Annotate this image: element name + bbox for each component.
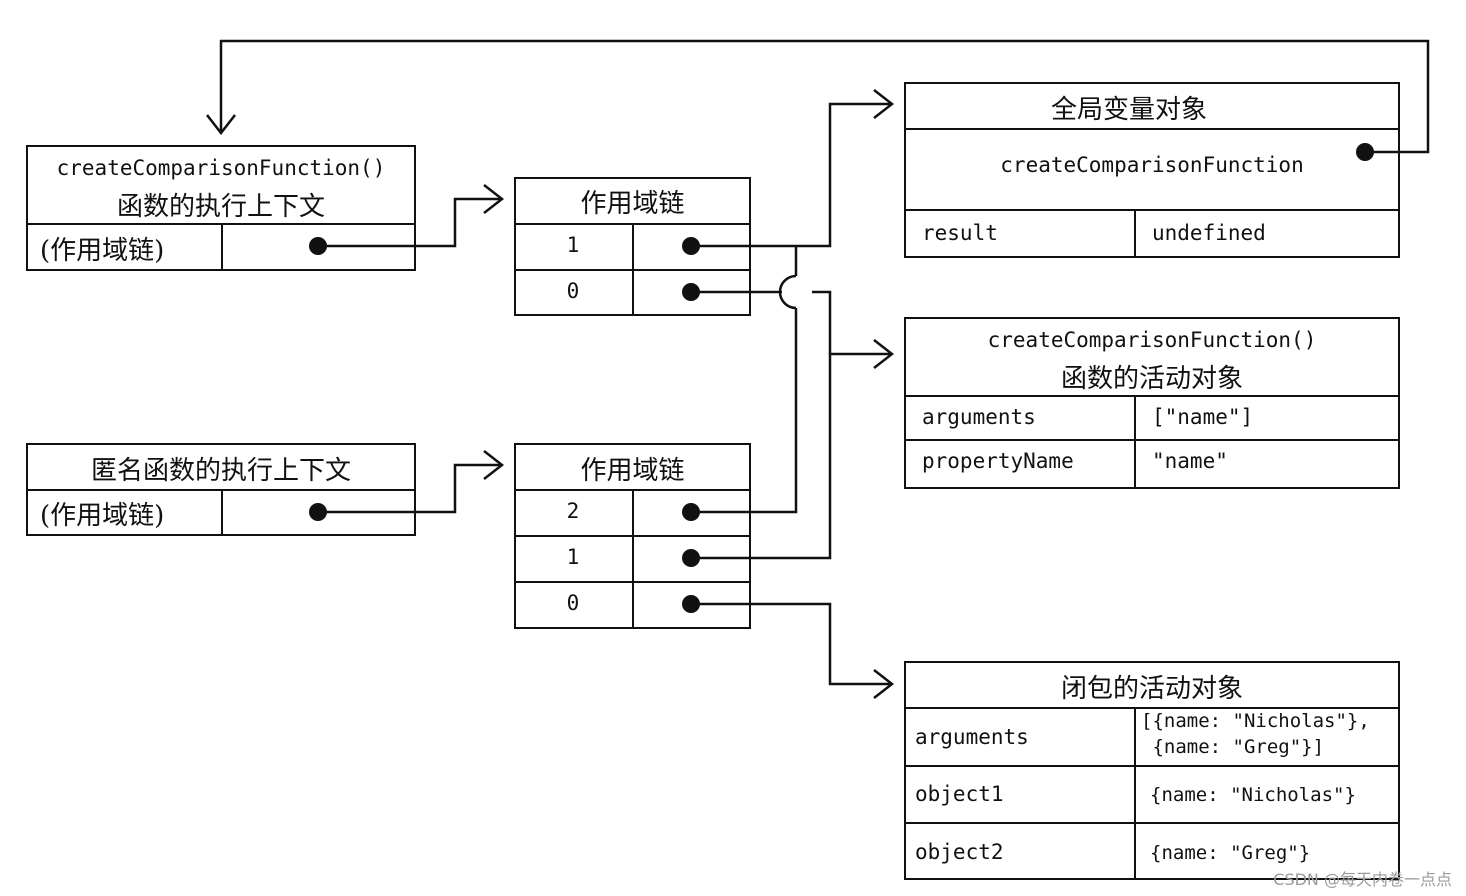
closure-activation-arguments-value: {name: "Greg"}] [1141,736,1325,758]
closure-activation-title: 闭包的活动对象 [1060,674,1243,704]
anon-context-to-scope-chain-2-arrow [318,463,502,514]
closure-activation-divider [904,707,1400,709]
compare-exec-context-col-divider [221,223,223,271]
closure-activation-row-key: object1 [915,782,1004,806]
exec-context-to-scope-chain-1-arrow [318,197,502,248]
scope-2-to-global-line [691,246,798,514]
closure-activation-row-key: object2 [915,840,1004,864]
arrowhead-icon [873,669,895,699]
global-object-row-divider [904,209,1400,211]
line-hop [778,274,797,310]
scope-chain-1-title: 作用域链 [580,189,685,219]
compare-activation-row-key: arguments [922,405,1036,429]
scope-chain-1-index: 1 [566,233,580,257]
scope-chain-2-index: 0 [566,591,580,615]
global-object-title: 全局变量对象 [1050,95,1207,125]
arrowhead-icon [206,114,236,136]
anon-exec-context-col-divider [221,489,223,536]
pointer-dot [682,503,700,521]
closure-activation-arguments-key: arguments [915,725,1029,749]
global-object-box [904,82,1400,258]
scope-1-to-global-arrow [691,102,892,248]
compare-activation-row-value: ["name"] [1152,405,1254,429]
closure-activation-arguments-value: [{name: "Nicholas"}, [1141,710,1370,732]
global-object-result-value: undefined [1152,221,1266,245]
scope-chain-1-col-divider [632,223,634,316]
compare-activation-title: 函数的活动对象 [1060,364,1243,394]
arrowhead-icon [873,89,895,119]
scope-0-to-activation-arrow [691,290,892,356]
pointer-dot [682,595,700,613]
compare-activation-box [904,317,1400,489]
scope-1-to-activation-line [691,354,832,560]
global-object-col-divider [1134,209,1136,258]
compare-activation-title-code: createComparisonFunction() [987,328,1317,352]
scope-chain-2-col-divider [632,489,634,629]
closure-activation-row-value: {name: "Greg"} [1150,842,1311,864]
scope-chain-2-title: 作用域链 [580,456,685,486]
scope-0-to-closure-arrow [691,602,892,686]
compare-activation-divider [904,395,1400,397]
compare-activation-row-value: "name" [1152,449,1228,473]
arrowhead-icon [483,450,505,480]
pointer-dot [309,237,327,255]
anon-exec-context-title: 匿名函数的执行上下文 [90,456,351,486]
global-to-exec-context-arrow [219,39,1430,154]
arrowhead-icon [483,184,505,214]
compare-exec-context-scope-label: (作用域链) [40,236,165,266]
compare-activation-col-divider [1134,395,1136,489]
compare-exec-context-title: 函数的执行上下文 [116,192,325,222]
closure-activation-row-divider [904,765,1400,767]
compare-exec-context-title-code: createComparisonFunction() [56,156,386,180]
pointer-dot [682,283,700,301]
closure-activation-box [904,661,1400,880]
pointer-dot [682,549,700,567]
closure-activation-row-divider [904,822,1400,824]
scope-chain-2-index: 1 [566,545,580,569]
watermark: CSDN @每天内卷一点点 [1273,870,1452,889]
anon-exec-context-scope-label: (作用域链) [40,501,165,531]
global-object-result-key: result [922,221,998,245]
pointer-dot [309,503,327,521]
scope-chain-2-index: 2 [566,499,580,523]
arrowhead-icon [873,339,895,369]
global-object-divider [904,128,1400,130]
closure-activation-row-value: {name: "Nicholas"} [1150,784,1356,806]
pointer-dot [1356,143,1374,161]
closure-activation-col-divider [1134,707,1136,880]
scope-chain-1-index: 0 [566,279,580,303]
pointer-dot [682,237,700,255]
compare-activation-row-divider [904,439,1400,441]
compare-activation-row-key: propertyName [922,449,1074,473]
global-object-prop: createComparisonFunction [1000,153,1304,177]
